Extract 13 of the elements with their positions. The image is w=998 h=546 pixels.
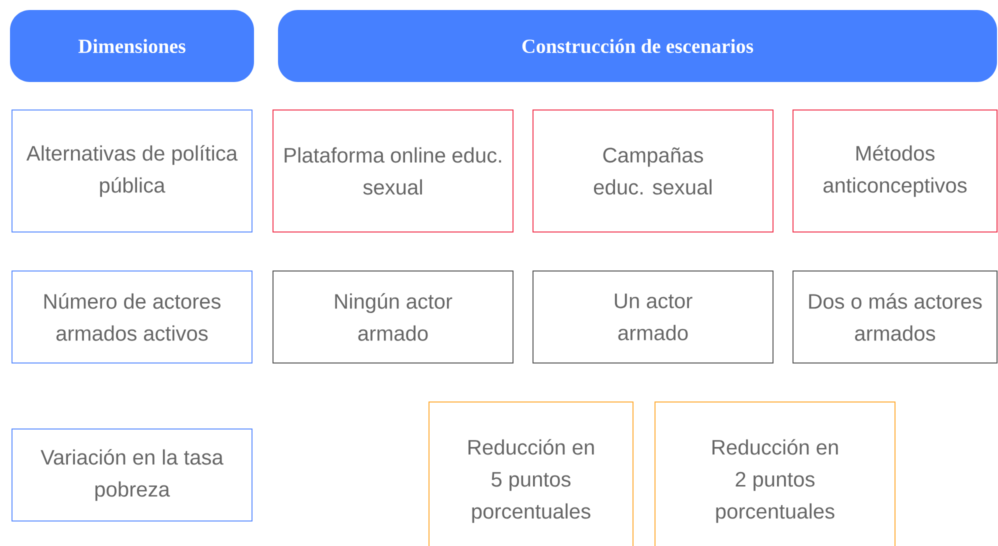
header-bar: Dimensiones (10, 10, 254, 82)
scenario-box: Plataforma online educ. sexual (272, 110, 514, 232)
scenario-box: Campañas educ. sexual (532, 110, 774, 232)
scenario-box: Ningún actor armado (272, 270, 514, 364)
header-bar: Construcción de escenarios (278, 10, 998, 82)
dimension-box: Número de actores armados activos (12, 270, 252, 364)
scenario-box: Reducción en 2 puntos porcentuales (654, 402, 896, 546)
dimension-box: Variación en la tasa pobreza (12, 428, 252, 522)
dimension-box: Alternativas de política pública (12, 110, 252, 232)
scenario-box: Métodos anticonceptivos (792, 110, 998, 232)
scenario-box: Dos o más actores armados (792, 270, 998, 364)
scenario-box: Un actor armado (532, 270, 774, 364)
scenario-box: Reducción en 5 puntos porcentuales (428, 402, 634, 546)
